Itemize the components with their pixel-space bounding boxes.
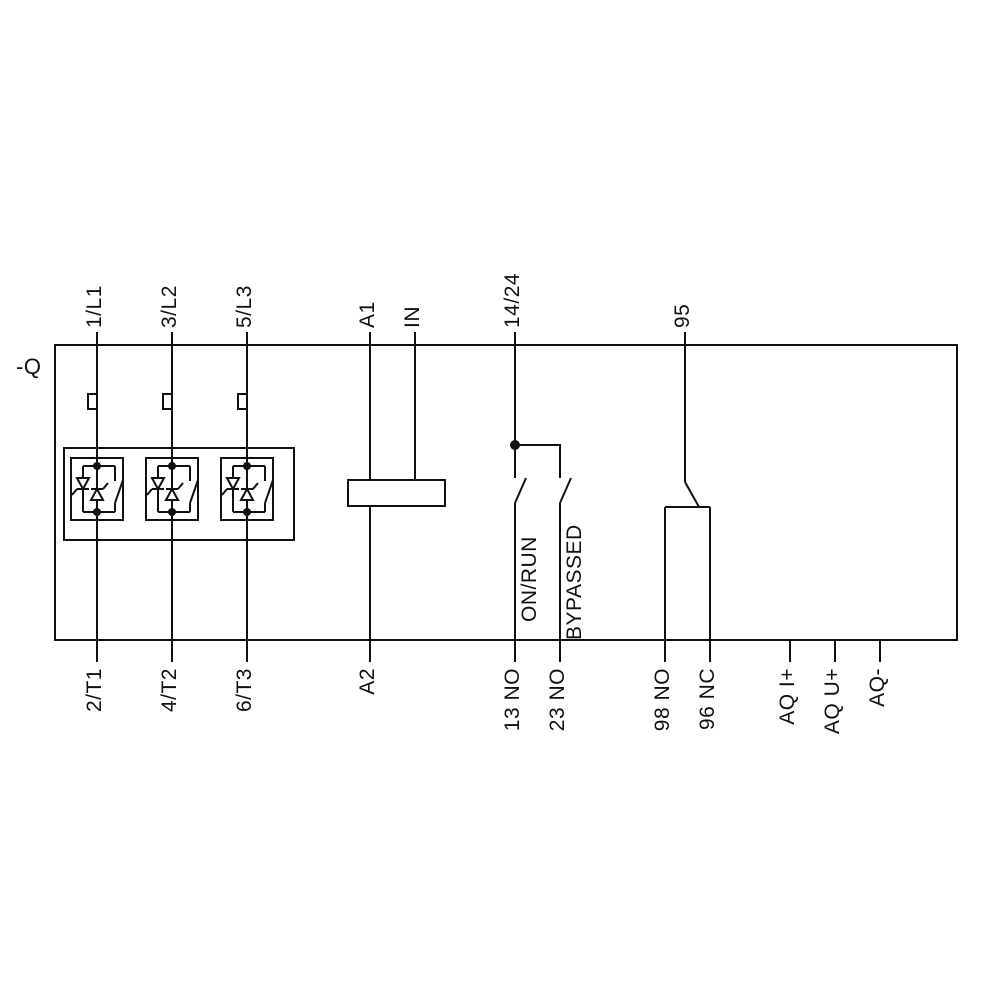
terminal-label-in: IN — [401, 306, 424, 328]
phase-leg-l2 — [145, 331, 199, 663]
terminal-label-aqi: AQ I+ — [776, 668, 799, 725]
terminal-label-95: 95 — [671, 304, 694, 328]
phase-leg-l3 — [220, 331, 274, 663]
power-section-box — [63, 447, 295, 541]
aux-23-branch-wire — [515, 444, 561, 478]
terminal-label-6t3: 6/T3 — [233, 668, 256, 712]
terminal-label-98no: 98 NO — [651, 668, 674, 731]
terminal-label-aqminus: AQ- — [866, 668, 889, 707]
terminal-label-2t1: 2/T1 — [83, 668, 106, 712]
terminal-label-1l1: 1/L1 — [83, 285, 106, 328]
terminal-label-a2: A2 — [356, 668, 379, 695]
device-label: -Q — [16, 354, 41, 379]
terminal-label-aqu: AQ U+ — [821, 668, 844, 734]
terminal-label-3l2: 3/L2 — [158, 285, 181, 328]
terminal-label-96nc: 96 NC — [696, 668, 719, 730]
changeover-contact-icon — [665, 481, 710, 508]
bypassed-no-contact-icon — [559, 477, 572, 662]
device-outline — [54, 344, 958, 641]
terminal-label-4t2: 4/T2 — [158, 668, 181, 712]
annotation-on-run: ON/RUN — [518, 536, 541, 622]
terminal-label-13no: 13 NO — [501, 668, 524, 731]
terminal-label-5l3: 5/L3 — [233, 285, 256, 328]
phase-leg-l1 — [70, 331, 124, 663]
coil-symbol — [347, 479, 446, 507]
terminal-label-14-24: 14/24 — [501, 273, 524, 328]
terminal-label-a1: A1 — [356, 301, 379, 328]
on-run-no-contact-icon — [514, 477, 527, 662]
terminal-label-23no: 23 NO — [546, 668, 569, 731]
annotation-bypassed: BYPASSED — [563, 524, 586, 640]
